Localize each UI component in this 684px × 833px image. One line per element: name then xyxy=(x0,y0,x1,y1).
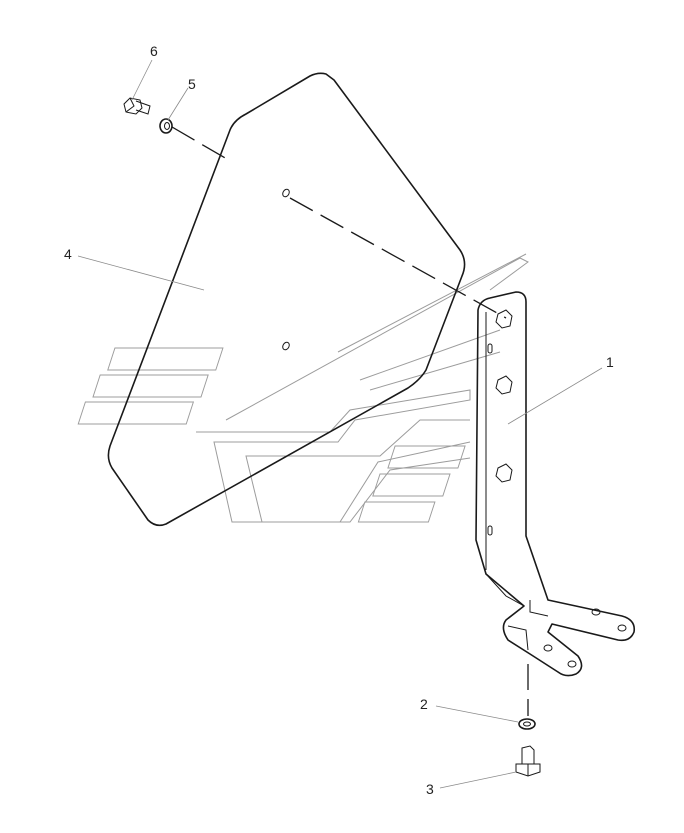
leader-line-6 xyxy=(131,59,153,101)
watermark-line xyxy=(369,351,501,391)
assembly-axis-upper-left xyxy=(171,126,233,163)
bracket xyxy=(475,291,636,677)
callout-4: 4 xyxy=(64,246,72,262)
bracket-nut xyxy=(495,463,513,483)
glass-panel xyxy=(107,72,466,527)
watermark-line xyxy=(359,329,501,381)
bracket-foot-hole xyxy=(617,624,627,632)
glass-panel-outline xyxy=(107,72,466,527)
washer-outer xyxy=(518,718,536,730)
callout-5: 5 xyxy=(188,76,196,92)
watermark-bar xyxy=(372,473,451,497)
bracket-foot-hole xyxy=(543,644,553,652)
watermark-line xyxy=(337,253,527,353)
bolt-shank xyxy=(135,100,151,115)
leader-line-3 xyxy=(439,771,517,789)
assembly-axes xyxy=(171,126,529,716)
bracket-nut xyxy=(495,375,513,395)
bracket-foot-edge xyxy=(507,625,529,651)
watermark-swoosh xyxy=(278,457,471,523)
bolt-upper xyxy=(123,97,151,115)
leader-line-5 xyxy=(167,87,189,121)
watermark-bar xyxy=(77,401,195,425)
washer-inner xyxy=(523,721,531,727)
bolt-shank xyxy=(521,745,535,765)
glass-mount-hole xyxy=(282,188,290,198)
callout-2: 2 xyxy=(420,696,428,712)
leader-line-4 xyxy=(77,255,205,291)
watermark-bar xyxy=(387,445,466,469)
bolt-head xyxy=(515,763,541,777)
bracket-outline xyxy=(475,291,636,677)
leader-lines xyxy=(77,59,603,789)
leader-line-1 xyxy=(507,367,603,425)
watermark-logo xyxy=(77,253,529,523)
bracket-bend-line xyxy=(485,573,525,607)
callout-3: 3 xyxy=(426,781,434,797)
callout-6: 6 xyxy=(150,43,158,59)
bracket-nut xyxy=(495,309,513,329)
washer-upper xyxy=(159,118,173,134)
watermark-bar xyxy=(92,374,209,398)
glass-mount-hole xyxy=(282,341,290,351)
watermark-line xyxy=(225,257,529,421)
bolt-lower xyxy=(515,745,541,777)
bracket-slot xyxy=(487,343,493,354)
leader-line-2 xyxy=(435,705,519,723)
assembly-axis-upper-right xyxy=(289,197,507,319)
callout-1: 1 xyxy=(606,354,614,370)
bracket-foot-hole xyxy=(567,660,577,668)
washer-outer xyxy=(159,118,173,134)
bracket-foot-hole xyxy=(591,608,601,616)
watermark-bar xyxy=(107,347,224,371)
callout-labels: 1 2 3 4 5 6 xyxy=(64,43,614,797)
bracket-slot xyxy=(487,525,493,536)
watermark-bar xyxy=(357,501,436,523)
washer-lower xyxy=(518,718,536,730)
washer-inner xyxy=(164,122,170,130)
watermark-swoosh xyxy=(262,441,471,523)
bracket-foot-edge xyxy=(529,600,549,617)
bolt-head-facet xyxy=(125,97,135,113)
watermark-swoosh xyxy=(196,389,471,523)
